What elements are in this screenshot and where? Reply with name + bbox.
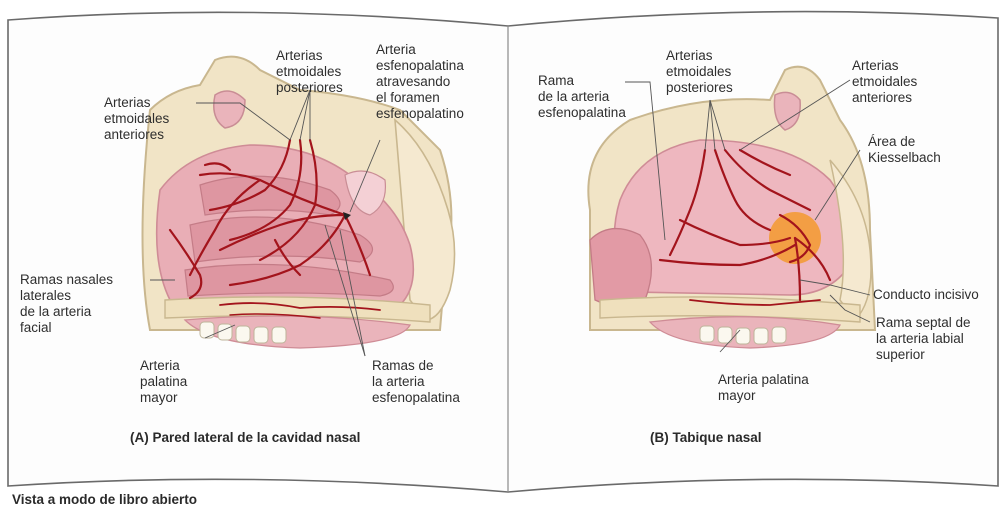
label-sphenopalatine-branch-b: Rama de la arteria esfenopalatina bbox=[538, 73, 626, 121]
label-lateral-nasal-branches-facial-artery: Ramas nasales laterales de la arteria fa… bbox=[20, 272, 113, 336]
label-kiesselbach-area: Área de Kiesselbach bbox=[868, 134, 941, 166]
label-anterior-ethmoidal-arteries-a: Arterias etmoidales anteriores bbox=[104, 95, 169, 143]
label-anterior-ethmoidal-arteries-b: Arterias etmoidales anteriores bbox=[852, 58, 917, 106]
label-incisive-canal: Conducto incisivo bbox=[873, 287, 979, 303]
label-sphenopalatine-branches: Ramas de la arteria esfenopalatina bbox=[372, 358, 460, 406]
caption-panel-b: (B) Tabique nasal bbox=[650, 430, 762, 445]
label-posterior-ethmoidal-arteries-a: Arterias etmoidales posteriores bbox=[276, 48, 343, 96]
figure-footer-note: Vista a modo de libro abierto bbox=[12, 492, 197, 507]
label-posterior-ethmoidal-arteries-b: Arterias etmoidales posteriores bbox=[666, 48, 733, 96]
caption-panel-a: (A) Pared lateral de la cavidad nasal bbox=[130, 430, 360, 445]
label-sphenopalatine-through-foramen: Arteria esfenopalatina atravesando el fo… bbox=[376, 42, 464, 122]
label-greater-palatine-artery-b: Arteria palatina mayor bbox=[718, 372, 809, 404]
label-greater-palatine-artery-a: Arteria palatina mayor bbox=[140, 358, 187, 406]
label-septal-branch-superior-labial: Rama septal de la arteria labial superio… bbox=[876, 315, 971, 363]
